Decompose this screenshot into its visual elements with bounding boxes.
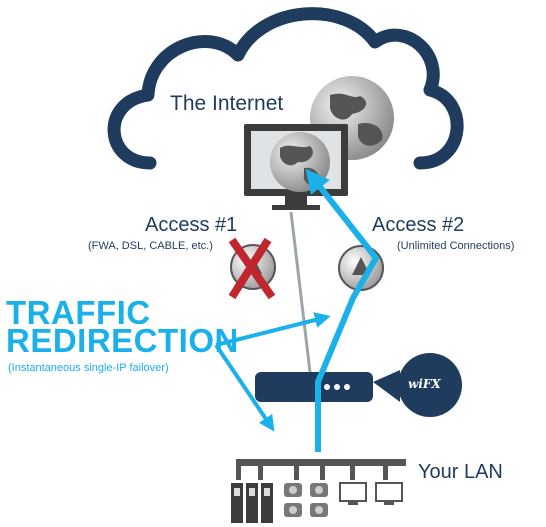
traffic-heading-line2: REDIRECTION (6, 322, 239, 359)
computer-icon (339, 482, 403, 505)
access2-subtitle: (Unlimited Connections) (397, 240, 515, 252)
device-logo: wiFX (408, 377, 441, 391)
cloud-icon (107, 7, 464, 170)
switch-icon (236, 459, 406, 480)
server-icon (231, 483, 273, 523)
redirect-arrow-down (214, 343, 275, 432)
traffic-note: (Instantaneous single-IP failover) (8, 362, 169, 374)
access2-title: Access #2 (372, 214, 465, 236)
monitor-icon (244, 124, 348, 210)
access1-subtitle: (FWA, DSL, CABLE, etc.) (88, 240, 213, 252)
access1-title: Access #1 (145, 214, 238, 236)
close-icon (228, 237, 276, 300)
internet-label: The Internet (170, 92, 284, 115)
redirect-path (305, 168, 379, 452)
router-device (255, 353, 462, 417)
lan-label: Your LAN (418, 461, 503, 483)
access1-wire (289, 211, 312, 373)
redirect-arrow-up (215, 312, 331, 347)
traffic-heading-line1: TRAFFIC (6, 294, 151, 331)
phone-icon (284, 483, 328, 517)
